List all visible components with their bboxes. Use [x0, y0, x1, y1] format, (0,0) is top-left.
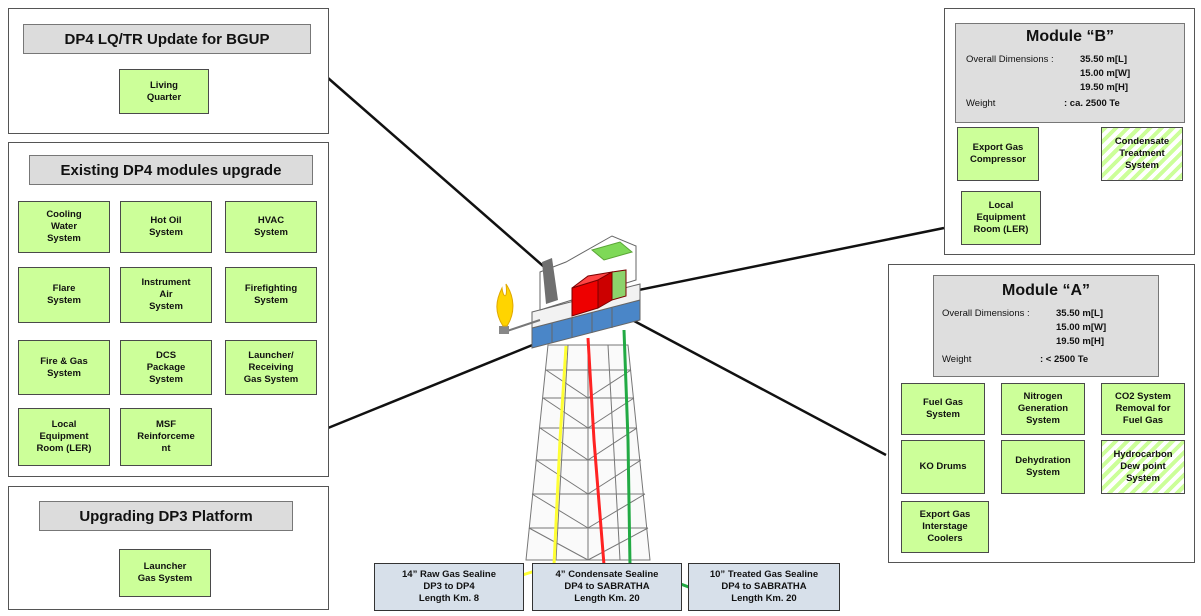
sealine-condensate-box: 4” Condensate Sealine DP4 to SABRATHA Le… — [532, 563, 682, 611]
living-quarter-box: Living Quarter — [119, 69, 209, 114]
connector-module-b — [613, 226, 945, 297]
local-equipment-room-box: Local Equipment Room (LER) — [18, 408, 110, 466]
module-b-dim-h: 19.50 m[H] — [1080, 82, 1129, 93]
connector-lqtr — [327, 77, 567, 287]
sealine-raw-gas-box: 14” Raw Gas Sealine DP3 to DP4 Length Km… — [374, 563, 524, 611]
condensate-treatment-box: Condensate Treatment System — [1101, 127, 1183, 181]
msf-reinforcement-box: MSF Reinforceme nt — [120, 408, 212, 466]
existing-panel: Existing DP4 modules upgrade Cooling Wat… — [8, 142, 329, 477]
nitrogen-generation-box: Nitrogen Generation System — [1001, 383, 1085, 435]
dcs-package-box: DCS Package System — [120, 340, 212, 395]
firefighting-box: Firefighting System — [225, 267, 317, 323]
module-b-header: Module “B” Overall Dimensions : 35.50 m[… — [955, 23, 1185, 123]
riser-condensate — [586, 337, 606, 566]
module-a-dim-l: 35.50 m[L] — [1056, 308, 1103, 319]
module-a-dim-w: 15.00 m[W] — [1056, 322, 1107, 333]
launcher-receiving-box: Launcher/ Receiving Gas System — [225, 340, 317, 395]
connector-existing — [327, 331, 563, 430]
module-b-dim-w: 15.00 m[W] — [1080, 68, 1131, 79]
module-b-weight-label: Weight — [966, 98, 996, 109]
module-a-dim-h: 19.50 m[H] — [1056, 336, 1105, 347]
hvac-box: HVAC System — [225, 201, 317, 253]
dehydration-box: Dehydration System — [1001, 440, 1085, 494]
module-a-weight-value: : < 2500 Te — [1040, 354, 1089, 365]
cooling-water-box: Cooling Water System — [18, 201, 110, 253]
exhaust-stack — [542, 258, 558, 304]
export-gas-coolers-box: Export Gas Interstage Coolers — [901, 501, 989, 553]
module-b-name: Module “B” — [1026, 28, 1114, 45]
jacket-structure — [525, 344, 651, 561]
riser-treated-gas — [622, 329, 632, 566]
module-a-panel: Module “A” Overall Dimensions : 35.50 m[… — [888, 264, 1195, 563]
ko-drums-box: KO Drums — [901, 440, 985, 494]
local-equipment-room-b-box: Local Equipment Room (LER) — [961, 191, 1041, 245]
riser-raw-gas — [552, 345, 568, 566]
module-red-block — [571, 269, 627, 317]
fuel-gas-box: Fuel Gas System — [901, 383, 985, 435]
lqtr-title: DP4 LQ/TR Update for BGUP — [23, 24, 311, 54]
flare-boom — [496, 283, 541, 334]
module-b-dim-label: Overall Dimensions : — [966, 54, 1054, 65]
co2-removal-box: CO2 System Removal for Fuel Gas — [1101, 383, 1185, 435]
hydrocarbon-dew-point-box: Hydrocarbon Dew point System — [1101, 440, 1185, 494]
helideck — [590, 241, 634, 261]
dp3-title: Upgrading DP3 Platform — [39, 501, 293, 531]
connector-module-a — [605, 304, 887, 457]
module-b-weight-value: : ca. 2500 Te — [1064, 98, 1120, 109]
lqtr-panel: DP4 LQ/TR Update for BGUP Living Quarter — [8, 8, 329, 134]
hot-oil-box: Hot Oil System — [120, 201, 212, 253]
sealine-treated-gas-box: 10” Treated Gas Sealine DP4 to SABRATHA … — [688, 563, 840, 611]
module-b-dim-l: 35.50 m[L] — [1080, 54, 1127, 65]
export-gas-compressor-box: Export Gas Compressor — [957, 127, 1039, 181]
instrument-air-box: Instrument Air System — [120, 267, 212, 323]
dp3-panel: Upgrading DP3 Platform Launcher Gas Syst… — [8, 486, 329, 610]
module-a-name: Module “A” — [1002, 282, 1090, 299]
fire-gas-box: Fire & Gas System — [18, 340, 110, 395]
launcher-gas-box: Launcher Gas System — [119, 549, 211, 597]
existing-title: Existing DP4 modules upgrade — [29, 155, 313, 185]
flare-box: Flare System — [18, 267, 110, 323]
module-a-weight-label: Weight — [942, 354, 972, 365]
module-b-panel: Module “B” Overall Dimensions : 35.50 m[… — [944, 8, 1195, 255]
module-a-dim-label: Overall Dimensions : — [942, 308, 1030, 319]
module-a-header: Module “A” Overall Dimensions : 35.50 m[… — [933, 275, 1159, 377]
